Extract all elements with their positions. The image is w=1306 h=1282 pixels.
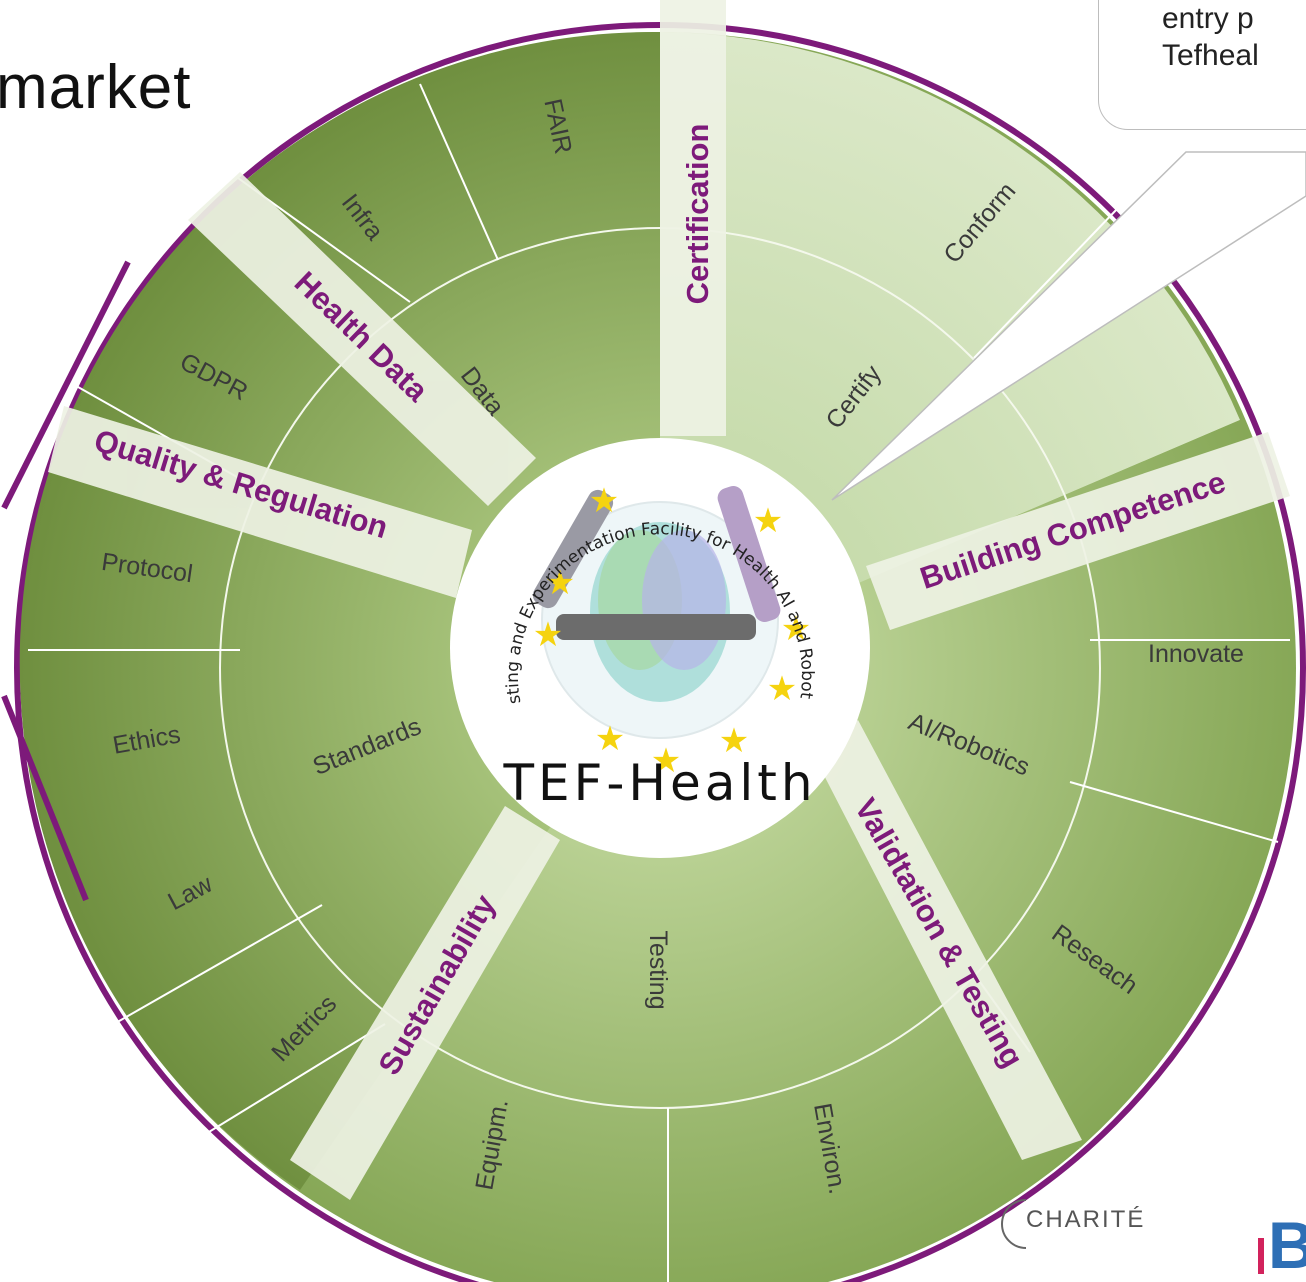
- eu-stars-icon: ★ ★ ★ ★ ★ ★ ★ ★ ★: [533, 481, 811, 781]
- svg-text:★: ★: [595, 719, 625, 759]
- callout-text: entry p Tefheal: [1162, 2, 1259, 72]
- svg-text:★: ★: [753, 501, 783, 541]
- svg-text:★: ★: [767, 669, 797, 709]
- svg-text:★: ★: [651, 741, 681, 781]
- callout-bubble: [1098, 0, 1306, 130]
- bracket-line-top: [1, 260, 131, 510]
- brand-logo-bar: [1258, 1238, 1264, 1274]
- svg-text:★: ★: [533, 615, 563, 655]
- charite-logo: [1001, 1199, 1027, 1249]
- svg-text:★: ★: [781, 609, 811, 649]
- charite-logo-text: CHARITÉ: [1026, 1206, 1146, 1233]
- outer-label-innovate: Innovate: [1148, 640, 1244, 668]
- slide-title-fragment: market: [0, 53, 192, 122]
- brand-logo-letter: B: [1268, 1208, 1306, 1282]
- callout-pointer: [831, 151, 1306, 501]
- theme-bands: [48, 0, 1290, 1200]
- svg-text:★: ★: [589, 481, 619, 521]
- robot-arm-icon: [556, 614, 756, 640]
- center-logo-text: TEF-Health: [502, 754, 816, 812]
- radial-separators: [28, 83, 1290, 1282]
- svg-text:★: ★: [545, 563, 575, 603]
- theme-label-certification: Certification: [680, 124, 715, 305]
- sector-validation: [300, 668, 1080, 1282]
- bracket-line-bottom: [1, 694, 89, 902]
- middle-label-testing: Testing: [644, 930, 672, 1009]
- svg-text:★: ★: [719, 721, 749, 761]
